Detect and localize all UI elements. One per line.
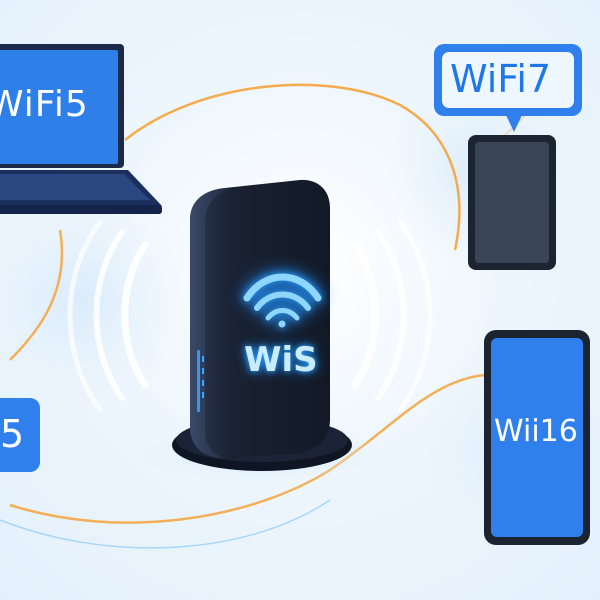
signal-waves-right <box>351 219 433 413</box>
connection-line <box>9 229 64 361</box>
router-wifi-icon <box>243 273 322 328</box>
signal-waves-left <box>67 219 149 413</box>
speech-bubble-tail <box>506 115 522 132</box>
left-badge-label: 5 <box>0 412 25 456</box>
connection-line <box>9 373 486 524</box>
router-label: WiS <box>244 340 318 380</box>
laptop-screen <box>0 50 118 164</box>
phone-screen-label: Wii16 <box>494 414 578 449</box>
laptop-screen-label: WiFi5 <box>0 84 89 125</box>
speech-bubble-inner <box>442 52 574 108</box>
phone-screen <box>491 338 583 537</box>
laptop-keyboard <box>0 174 150 200</box>
router-body <box>190 179 330 459</box>
router-led-column <box>197 350 204 412</box>
speech-bubble-label: WiFi7 <box>450 57 552 101</box>
connection-line <box>124 83 461 251</box>
laptop-front-edge <box>0 205 162 214</box>
connection-line <box>0 499 331 549</box>
tablet-screen <box>475 142 549 263</box>
left-badge-body <box>0 398 40 472</box>
